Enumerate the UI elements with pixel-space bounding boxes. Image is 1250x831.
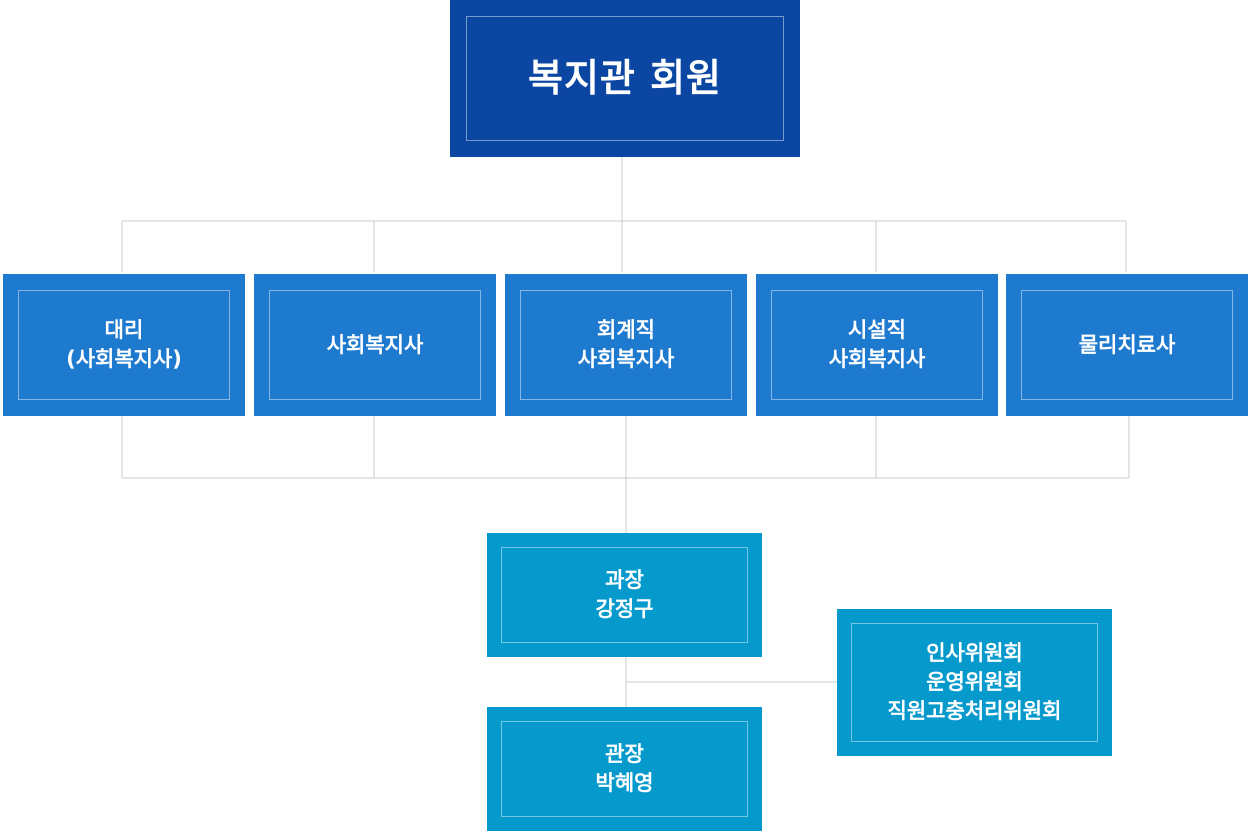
staff-1-line1: 대리: [104, 318, 144, 343]
org-box-staff-5-inner: 물리치료사: [1021, 290, 1233, 400]
staff-3-line2: 사회복지사: [577, 347, 675, 371]
director-name: 박혜영: [595, 771, 654, 795]
top-label: 복지관 회원: [527, 56, 723, 101]
org-box-staff-2-inner: 사회복지사: [269, 290, 481, 400]
committee-grievance: 직원고충처리위원회: [887, 698, 1062, 723]
staff-1-line2: (사회복지사): [66, 347, 182, 371]
org-box-staff-3-inner: 회계직 사회복지사: [520, 290, 732, 400]
manager-name: 강정구: [595, 597, 654, 621]
staff-4-line2: 사회복지사: [828, 347, 926, 371]
committee-personnel: 인사위원회: [926, 641, 1023, 666]
org-box-staff-5: 물리치료사: [1006, 274, 1248, 416]
org-box-director: 관장 박혜영: [487, 707, 762, 831]
org-box-director-inner: 관장 박혜영: [501, 721, 748, 817]
org-box-staff-2: 사회복지사: [254, 274, 496, 416]
staff-2-line1: 사회복지사: [326, 332, 424, 357]
org-box-top-inner: 복지관 회원: [466, 16, 784, 141]
org-box-staff-3: 회계직 사회복지사: [505, 274, 747, 416]
staff-3-line1: 회계직: [597, 318, 655, 343]
org-box-committees-inner: 인사위원회 운영위원회 직원고충처리위원회: [851, 623, 1098, 742]
org-box-staff-1-inner: 대리 (사회복지사): [18, 290, 230, 400]
manager-title: 과장: [605, 568, 644, 593]
staff-4-line1: 시설직: [848, 318, 906, 343]
director-title: 관장: [605, 742, 644, 767]
org-box-staff-1: 대리 (사회복지사): [3, 274, 245, 416]
staff-5-line1: 물리치료사: [1078, 332, 1176, 357]
org-box-manager: 과장 강정구: [487, 533, 762, 657]
org-box-top-members: 복지관 회원: [450, 0, 800, 157]
org-box-staff-4-inner: 시설직 사회복지사: [771, 290, 983, 400]
org-box-committees: 인사위원회 운영위원회 직원고충처리위원회: [837, 609, 1112, 756]
org-box-manager-inner: 과장 강정구: [501, 547, 748, 643]
committee-operations: 운영위원회: [926, 670, 1023, 695]
org-box-staff-4: 시설직 사회복지사: [756, 274, 998, 416]
